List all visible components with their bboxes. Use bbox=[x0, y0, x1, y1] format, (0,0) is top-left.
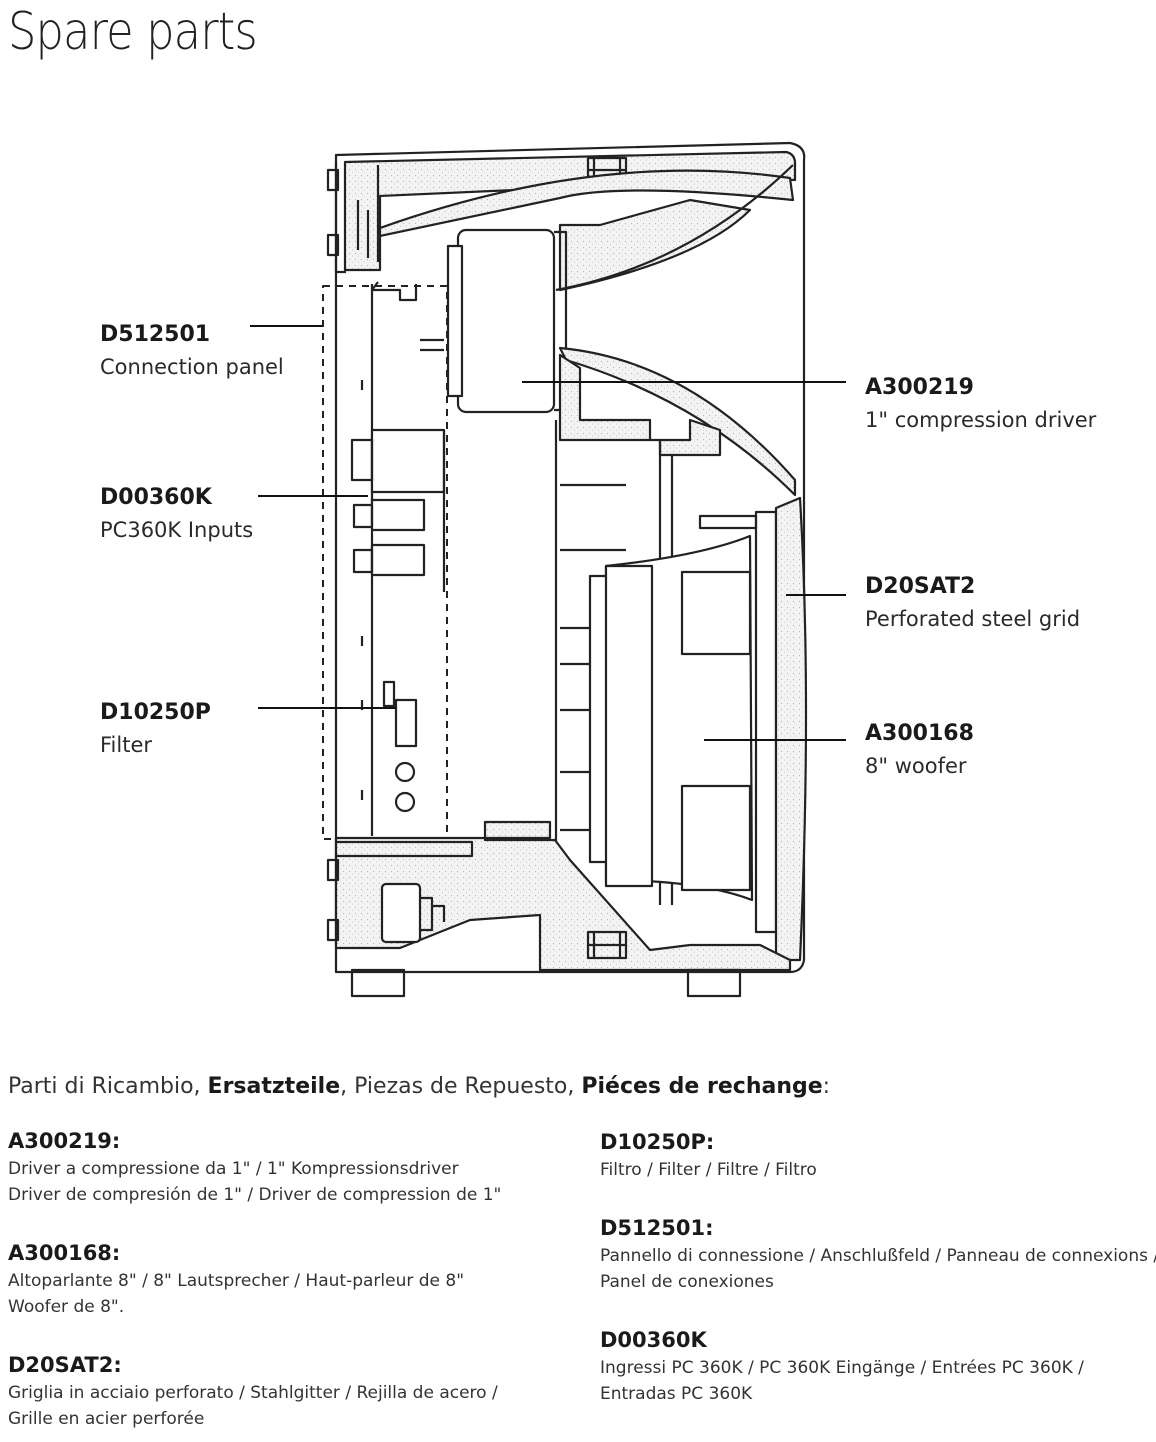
input-jack-mid bbox=[370, 498, 426, 532]
part-entry: A300219: Driver a compressione da 1" / 1… bbox=[8, 1126, 501, 1208]
cabinet-outline bbox=[334, 141, 806, 974]
part-description: Filter bbox=[100, 733, 153, 757]
page-title: Spare parts bbox=[8, 2, 258, 62]
part-code: A300219 bbox=[865, 375, 974, 400]
input-jack-top bbox=[370, 428, 446, 494]
part-code: A300168 bbox=[865, 721, 974, 746]
part-entry-code: D00360K bbox=[600, 1328, 707, 1352]
part-entry: A300168: Altoparlante 8" / 8" Lautsprech… bbox=[8, 1238, 464, 1320]
heading-separator: , bbox=[340, 1074, 355, 1099]
foot-right bbox=[686, 968, 742, 998]
part-code: D00360K bbox=[100, 485, 212, 510]
filter-component bbox=[394, 698, 418, 748]
part-entry: D10250P: Filtro / Filter / Filtre / Filt… bbox=[600, 1127, 817, 1183]
callout-inputs: D00360K PC360K Inputs bbox=[100, 483, 253, 547]
heading-french: Piéces de rechange bbox=[581, 1074, 823, 1099]
part-entry: D00360K Ingressi PC 360K / PC 360K Eingä… bbox=[600, 1325, 1084, 1407]
part-entry: D512501: Pannello di connessione / Ansch… bbox=[600, 1213, 1156, 1295]
part-entry-code: A300219: bbox=[8, 1129, 121, 1153]
heading-italian: Parti di Ricambio, bbox=[8, 1074, 208, 1099]
top-wall bbox=[343, 150, 797, 272]
part-entry-line: Grille en acier perforée bbox=[8, 1409, 205, 1429]
part-description: PC360K Inputs bbox=[100, 518, 254, 542]
part-code: D512501 bbox=[100, 322, 211, 347]
part-entry-line: Altoparlante 8" / 8" Lautsprecher / Haut… bbox=[8, 1271, 465, 1291]
speaker-cross-section-diagram bbox=[250, 141, 846, 998]
callout-connection-panel: D512501 Connection panel bbox=[100, 320, 284, 384]
perforated-grid bbox=[754, 510, 778, 934]
part-entry-code: A300168: bbox=[8, 1241, 121, 1265]
heading-spanish: Piezas de Repuesto bbox=[354, 1074, 568, 1099]
heading-german: Ersatzteile bbox=[207, 1074, 341, 1099]
compression-driver bbox=[456, 228, 556, 414]
part-code: D20SAT2 bbox=[865, 574, 976, 599]
part-entry-line: Driver a compressione da 1" / 1" Kompres… bbox=[8, 1159, 459, 1179]
callout-filter: D10250P Filter bbox=[100, 698, 211, 762]
filter-capacitor-2 bbox=[394, 791, 416, 813]
part-description: Connection panel bbox=[100, 355, 284, 379]
part-description: Perforated steel grid bbox=[865, 607, 1081, 631]
part-entry-line: Woofer de 8". bbox=[8, 1297, 125, 1317]
input-jack-bot bbox=[370, 543, 426, 577]
heading-separator: , bbox=[567, 1074, 582, 1099]
part-description: 8" woofer bbox=[865, 754, 967, 778]
heading-colon: : bbox=[822, 1074, 831, 1099]
part-entry-line: Pannello di connessione / Anschlußfeld /… bbox=[600, 1246, 1156, 1266]
part-entry-code: D512501: bbox=[600, 1216, 714, 1240]
part-description: 1" compression driver bbox=[865, 408, 1097, 432]
part-entry-line: Filtro / Filter / Filtre / Filtro bbox=[600, 1160, 817, 1180]
part-entry-code: D10250P: bbox=[600, 1130, 715, 1154]
spare-parts-heading: Parti di Ricambio, Ersatzteile, Piezas d… bbox=[8, 1074, 830, 1099]
part-entry-line: Ingressi PC 360K / PC 360K Eingänge / En… bbox=[600, 1358, 1084, 1378]
callout-grid: D20SAT2 Perforated steel grid bbox=[865, 572, 1080, 636]
callout-compression-driver: A300219 1" compression driver bbox=[865, 373, 1096, 437]
part-entry-line: Driver de compresión de 1" / Driver de c… bbox=[8, 1185, 502, 1205]
filter-capacitor-1 bbox=[394, 761, 416, 783]
part-entry: D20SAT2: Griglia in acciaio perforato / … bbox=[8, 1350, 498, 1432]
part-entry-line: Griglia in acciaio perforato / Stahlgitt… bbox=[8, 1383, 498, 1403]
foot-left bbox=[350, 968, 406, 998]
part-code: D10250P bbox=[100, 700, 211, 725]
part-entry-code: D20SAT2: bbox=[8, 1353, 122, 1377]
part-entry-line: Entradas PC 360K bbox=[600, 1384, 753, 1404]
part-entry-line: Panel de conexiones bbox=[600, 1272, 774, 1292]
callout-woofer: A300168 8" woofer bbox=[865, 719, 974, 783]
